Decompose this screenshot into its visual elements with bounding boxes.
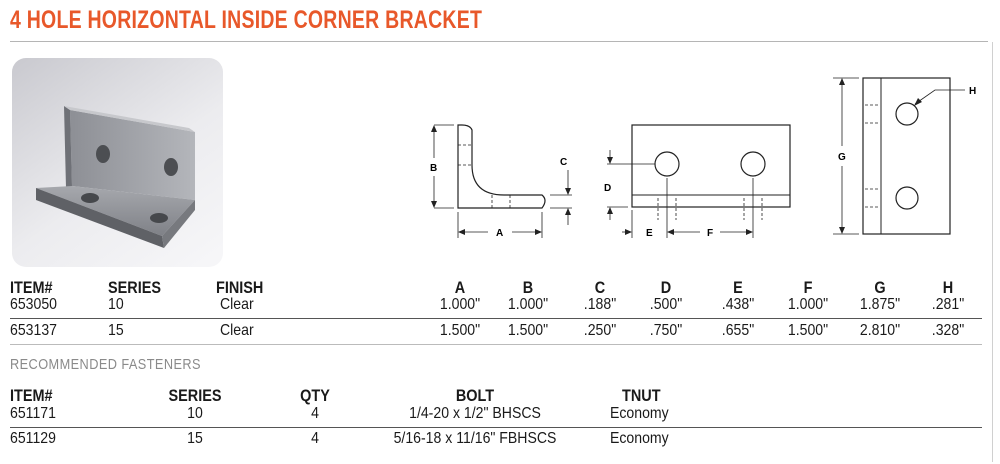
spec-row-1-series: 10 (108, 296, 124, 313)
fastener-row-2-tnut: Economy (610, 430, 669, 447)
fastener-row-1-tnut: Economy (610, 405, 669, 422)
spec-header-series: SERIES (108, 278, 162, 297)
spec-table-bottom-rule (10, 344, 982, 345)
spec-row-2-d: .750" (649, 322, 683, 339)
fastener-header-tnut: TNUT (622, 386, 661, 405)
dim-label-b: B (430, 163, 437, 174)
spec-row-1-d: .500" (649, 296, 683, 313)
spec-row-2-h: .328" (931, 322, 965, 339)
fastener-row-2-qty: 4 (311, 430, 319, 447)
spec-row-divider (10, 318, 982, 319)
dim-label-h: H (969, 86, 976, 97)
fastener-row-divider (10, 427, 982, 428)
spec-header-g: G (874, 278, 886, 297)
spec-row-1-h: .281" (931, 296, 965, 313)
spec-row-2-c: .250" (583, 322, 617, 339)
page-title: 4 HOLE HORIZONTAL INSIDE CORNER BRACKET (10, 6, 483, 34)
dim-label-e: E (646, 228, 653, 239)
side-view-drawing (433, 124, 572, 238)
spec-row-2-finish: Clear (220, 322, 254, 339)
fastener-header-qty: QTY (300, 386, 330, 405)
spec-row-1-g: 1.875" (859, 296, 901, 313)
spec-header-d: D (660, 278, 672, 297)
top-view-drawing (833, 77, 965, 235)
dim-label-a: A (496, 228, 503, 239)
spec-header-h: H (942, 278, 954, 297)
product-photo (12, 58, 223, 267)
spec-header-e: E (733, 278, 743, 297)
technical-drawings: B A C D E F (430, 77, 976, 239)
title-divider (10, 41, 988, 42)
spec-row-2-f: 1.500" (787, 322, 829, 339)
fastener-row-2-bolt: 5/16-18 x 11/16" FBHSCS (393, 430, 557, 447)
fastener-row-2-series: 15 (187, 430, 203, 447)
spec-row-2-series: 15 (108, 322, 124, 339)
fastener-header-bolt: BOLT (455, 386, 495, 405)
spec-row-2-a: 1.500" (439, 322, 481, 339)
spec-header-a: A (454, 278, 466, 297)
fastener-header-series: SERIES (168, 386, 222, 405)
dim-label-d: D (604, 183, 611, 194)
dim-label-c: C (560, 157, 567, 168)
spec-row-1-a: 1.000" (439, 296, 481, 313)
spec-row-2-item: 653137 (10, 322, 57, 339)
dim-label-g: G (838, 152, 846, 163)
spec-header-finish: FINISH (216, 278, 264, 297)
bracket-render (36, 106, 195, 248)
spec-row-1-finish: Clear (220, 296, 254, 313)
fastener-row-1-qty: 4 (311, 405, 319, 422)
spec-row-1-item: 653050 (10, 296, 57, 313)
spec-header-b: B (522, 278, 534, 297)
spec-row-2-b: 1.500" (507, 322, 549, 339)
dim-label-f: F (707, 228, 713, 239)
fasteners-section-title: RECOMMENDED FASTENERS (10, 356, 201, 373)
spec-row-2-g: 2.810" (859, 322, 901, 339)
spec-header-c: C (594, 278, 606, 297)
spec-row-1-e: .438" (721, 296, 755, 313)
fastener-row-2-item: 651129 (10, 430, 56, 447)
spec-row-1-c: .188" (583, 296, 617, 313)
fastener-row-1-bolt: 1/4-20 x 1/2" BHSCS (409, 405, 541, 422)
spec-header-item: ITEM# (10, 278, 53, 297)
fastener-header-item: ITEM# (10, 386, 53, 405)
spec-row-1-b: 1.000" (507, 296, 549, 313)
fastener-row-1-series: 10 (187, 405, 203, 422)
spec-header-f: F (803, 278, 813, 297)
spec-row-1-f: 1.000" (787, 296, 829, 313)
page-edge-rule (992, 42, 993, 462)
front-view-drawing (607, 124, 791, 238)
fastener-row-1-item: 651171 (10, 405, 56, 422)
spec-row-2-e: .655" (721, 322, 755, 339)
